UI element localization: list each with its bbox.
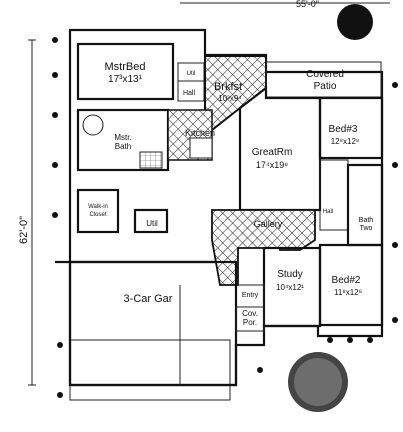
shrub-icon <box>52 37 398 398</box>
tree-icon <box>288 4 373 412</box>
great-room-size: 17⁴x19⁸ <box>256 160 288 170</box>
room-master-bed: MstrBed 17³x13¹ <box>76 42 175 101</box>
closet-label-1: Walk-in <box>88 204 108 210</box>
room-util-lower: Util <box>133 208 169 234</box>
room-study: Study 10⁴x12¹ <box>262 246 322 328</box>
room-kitchen: Kitchen <box>167 109 215 161</box>
master-bath-label-2: Bath <box>115 142 131 151</box>
depth-dimension-label: 62'-0" <box>18 216 30 244</box>
util-lower-label: Util <box>146 219 158 228</box>
room-bed3: Bed#3 12⁸x12⁸ <box>318 96 384 160</box>
master-bed-label: MstrBed <box>105 61 146 73</box>
cov-porch-label-2: Por. <box>243 318 257 327</box>
entry-label: Entry <box>242 292 259 299</box>
master-bath-label-1: Mstr. <box>114 133 131 142</box>
gallery-label: Gallery <box>254 219 283 229</box>
brkfst-label: Brkfst <box>214 81 242 93</box>
room-brkfst: Brkfst 10³x9⁴ <box>204 55 267 131</box>
room-cov-porch: Cov. Por. <box>235 306 265 332</box>
width-dimension-label: 55'-0" <box>296 0 319 9</box>
hall-right-label: Hall <box>323 209 333 215</box>
room-hall-right: Hall <box>319 159 349 231</box>
patio-label-2: Patio <box>314 81 337 92</box>
patio-label-1: Covered <box>306 69 344 80</box>
brkfst-size: 10³x9⁴ <box>218 94 242 103</box>
master-bed-size: 17³x13¹ <box>108 74 143 85</box>
room-bed2: Bed#2 11⁸x12⁸ <box>318 243 384 327</box>
dimension-top: 55'-0" <box>180 0 390 9</box>
bath-two-label-1: Bath <box>359 217 374 224</box>
kitchen-label: Kitchen <box>185 128 215 138</box>
bed2-label: Bed#2 <box>332 275 361 286</box>
util-label: Util <box>187 71 196 77</box>
study-label: Study <box>277 269 303 280</box>
bath-two-label-2: Two <box>360 225 373 232</box>
great-room-label: GreatRm <box>252 147 293 158</box>
study-size: 10⁴x12¹ <box>276 283 304 292</box>
closet-label-2: Closet <box>89 212 106 218</box>
room-garage: 3-Car Gar <box>68 260 238 387</box>
room-hall-top: Hall <box>177 80 205 102</box>
room-walk-in-closet: Walk-in Closet <box>76 188 120 234</box>
room-master-bath: Mstr. Bath <box>76 108 170 172</box>
cov-porch-label-1: Cov. <box>242 309 258 318</box>
dimension-left: 62'-0" <box>18 39 36 386</box>
bed3-label: Bed#3 <box>329 124 358 135</box>
room-covered-patio: Covered Patio <box>265 61 382 98</box>
room-util-top: Util <box>177 62 205 82</box>
garage-label: 3-Car Gar <box>124 293 173 305</box>
room-entry: Entry <box>235 284 265 308</box>
bed2-size: 11⁸x12⁸ <box>334 288 362 297</box>
room-great-room: GreatRm 17⁴x19⁸ <box>238 85 322 212</box>
hall-top-label: Hall <box>183 90 196 97</box>
bed3-size: 12⁸x12⁸ <box>331 137 360 146</box>
room-bath-two: Bath Two <box>346 163 384 247</box>
